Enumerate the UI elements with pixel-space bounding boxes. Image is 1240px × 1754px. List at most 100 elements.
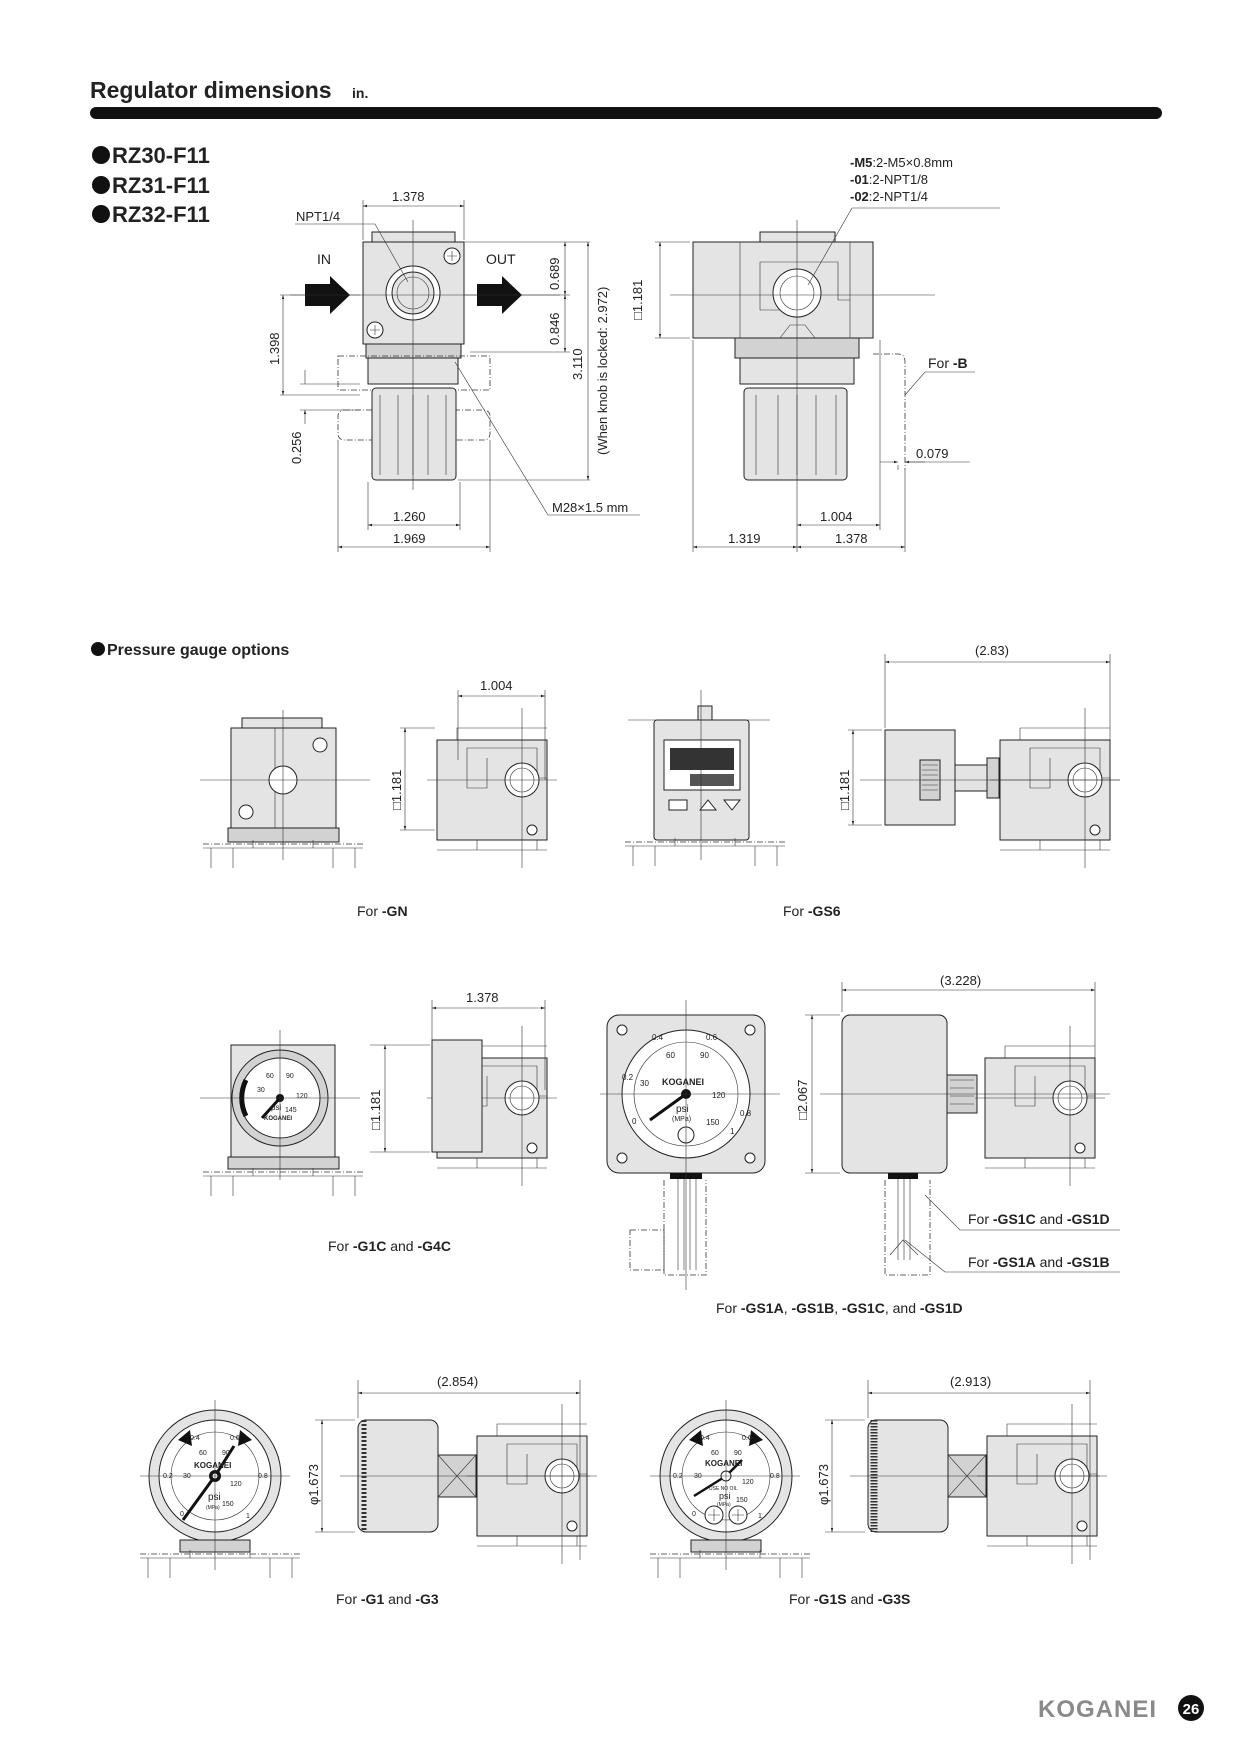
dim-locked: (When knob is locked: 2.972) (595, 287, 610, 455)
note-gs1c-gs1d: For -GS1C and -GS1D (968, 1211, 1110, 1227)
svg-text:KOGANEI: KOGANEI (194, 1461, 231, 1470)
svg-text:30: 30 (183, 1473, 191, 1480)
option-gn-drawing (200, 690, 558, 869)
option-gs1-drawing: 0.4 0.6 0.2 0.8 60 90 30 120 150 0 1 KOG… (600, 982, 1120, 1290)
port-note: -M5:2-M5×0.8mm (850, 155, 953, 170)
svg-text:90: 90 (734, 1450, 742, 1457)
svg-text:0: 0 (632, 1117, 637, 1126)
dim-total: 3.110 (570, 348, 585, 380)
svg-text:120: 120 (712, 1091, 726, 1100)
caption-gs6: For -GS6 (783, 903, 841, 919)
svg-text:0.2: 0.2 (622, 1073, 634, 1082)
svg-text:1: 1 (246, 1513, 250, 1520)
svg-text:USE NO OIL: USE NO OIL (709, 1486, 738, 1492)
page-number: 26 (1183, 1701, 1200, 1718)
svg-text:120: 120 (742, 1479, 754, 1486)
model-name: RZ31-F11 (112, 173, 210, 198)
svg-text:60: 60 (666, 1051, 675, 1060)
dim-lower: 0.846 (547, 312, 562, 345)
caption-g1s: For -G1S and -G3S (789, 1591, 910, 1607)
svg-text:0: 0 (180, 1511, 184, 1518)
caption-gn: For -GN (357, 903, 408, 919)
svg-text:0.2: 0.2 (673, 1473, 683, 1480)
svg-text:90: 90 (700, 1051, 709, 1060)
bullet-icon (92, 205, 110, 223)
page-number-badge (1178, 1695, 1204, 1721)
unit-label: in. (352, 85, 368, 101)
for-b-label: For -B (928, 355, 968, 371)
svg-text:0.4: 0.4 (652, 1033, 664, 1042)
caption-gs1: For -GS1A, -GS1B, -GS1C, and -GS1D (716, 1300, 963, 1316)
dim-diameter: φ1.673 (816, 1464, 831, 1505)
svg-text:145: 145 (285, 1107, 297, 1114)
option-gs6-drawing (624, 654, 1121, 869)
svg-text:0.6: 0.6 (706, 1033, 718, 1042)
dim-depth: 1.378 (466, 990, 499, 1005)
svg-text:(MPa): (MPa) (206, 1505, 220, 1511)
dim-axis-height: 1.398 (267, 332, 282, 365)
svg-text:0.8: 0.8 (770, 1473, 780, 1480)
dim-depth: (2.913) (950, 1374, 991, 1389)
option-g1s-drawing: 0.4 0.6 0.2 0.8 60 90 30 120 150 0 1 KOG… (649, 1380, 1108, 1579)
svg-text:0.6: 0.6 (230, 1435, 240, 1442)
svg-text:KOGANEI: KOGANEI (662, 1077, 704, 1087)
dim-panel: 0.256 (289, 431, 304, 464)
out-label: OUT (486, 251, 516, 267)
svg-text:90: 90 (222, 1450, 230, 1457)
bullet-icon (91, 642, 105, 656)
caption-g1: For -G1 and -G3 (336, 1591, 439, 1607)
dim-square: □1.181 (368, 1090, 383, 1130)
model-name: RZ30-F11 (112, 143, 210, 168)
svg-text:psi: psi (208, 1492, 221, 1503)
dim-square: □1.181 (837, 770, 852, 810)
model-list: RZ30-F11 RZ31-F11 RZ32-F11 (92, 143, 210, 227)
port-note: -02:2-NPT1/4 (850, 189, 928, 204)
svg-text:KOGANEI: KOGANEI (264, 1116, 292, 1122)
dim-upper: 0.689 (547, 257, 562, 290)
svg-text:60: 60 (711, 1450, 719, 1457)
caption-g1c: For -G1C and -G4C (328, 1238, 451, 1254)
dim-depth: (3.228) (940, 973, 981, 988)
dim-right-bottom: 1.378 (835, 531, 868, 546)
section-title: Pressure gauge options (107, 642, 289, 659)
svg-text:psi: psi (271, 1103, 281, 1112)
bullet-icon (92, 176, 110, 194)
model-name: RZ32-F11 (112, 202, 210, 227)
dim-width: 1.378 (392, 189, 425, 204)
svg-text:(MPa): (MPa) (672, 1116, 691, 1123)
svg-text:30: 30 (257, 1087, 265, 1094)
svg-text:60: 60 (199, 1450, 207, 1457)
svg-text:0.4: 0.4 (190, 1435, 200, 1442)
svg-text:1: 1 (730, 1127, 735, 1136)
dim-right: 1.004 (820, 509, 853, 524)
svg-text:0.4: 0.4 (700, 1435, 710, 1442)
dim-depth: (2.854) (437, 1374, 478, 1389)
svg-text:150: 150 (222, 1501, 234, 1508)
svg-text:30: 30 (640, 1079, 649, 1088)
svg-text:0.8: 0.8 (258, 1473, 268, 1480)
regulator-side-view (655, 207, 1000, 552)
dim-diameter: φ1.673 (306, 1464, 321, 1505)
svg-text:120: 120 (230, 1481, 242, 1488)
dim-square: □1.181 (630, 280, 645, 320)
page-title: Regulator dimensions (90, 77, 332, 103)
dim-bracket: 0.079 (916, 446, 949, 461)
dim-depth: 1.004 (480, 678, 513, 693)
dim-square: □2.067 (795, 1080, 810, 1120)
svg-text:psi: psi (719, 1491, 731, 1501)
svg-text:90: 90 (286, 1073, 294, 1080)
svg-text:psi: psi (676, 1104, 689, 1115)
port-label: NPT1/4 (296, 209, 340, 224)
dim-square: □1.181 (389, 770, 404, 810)
svg-text:KOGANEI: KOGANEI (705, 1459, 742, 1468)
svg-text:0.8: 0.8 (740, 1109, 752, 1118)
svg-text:0.2: 0.2 (163, 1473, 173, 1480)
svg-text:30: 30 (694, 1473, 702, 1480)
dim-knob: 1.260 (393, 509, 426, 524)
dim-depth: (2.83) (975, 643, 1009, 658)
svg-text:1: 1 (758, 1513, 762, 1520)
thread-label: M28×1.5 mm (552, 500, 628, 515)
svg-text:(MPa): (MPa) (717, 1502, 731, 1508)
dim-left-bottom: 1.319 (728, 531, 761, 546)
